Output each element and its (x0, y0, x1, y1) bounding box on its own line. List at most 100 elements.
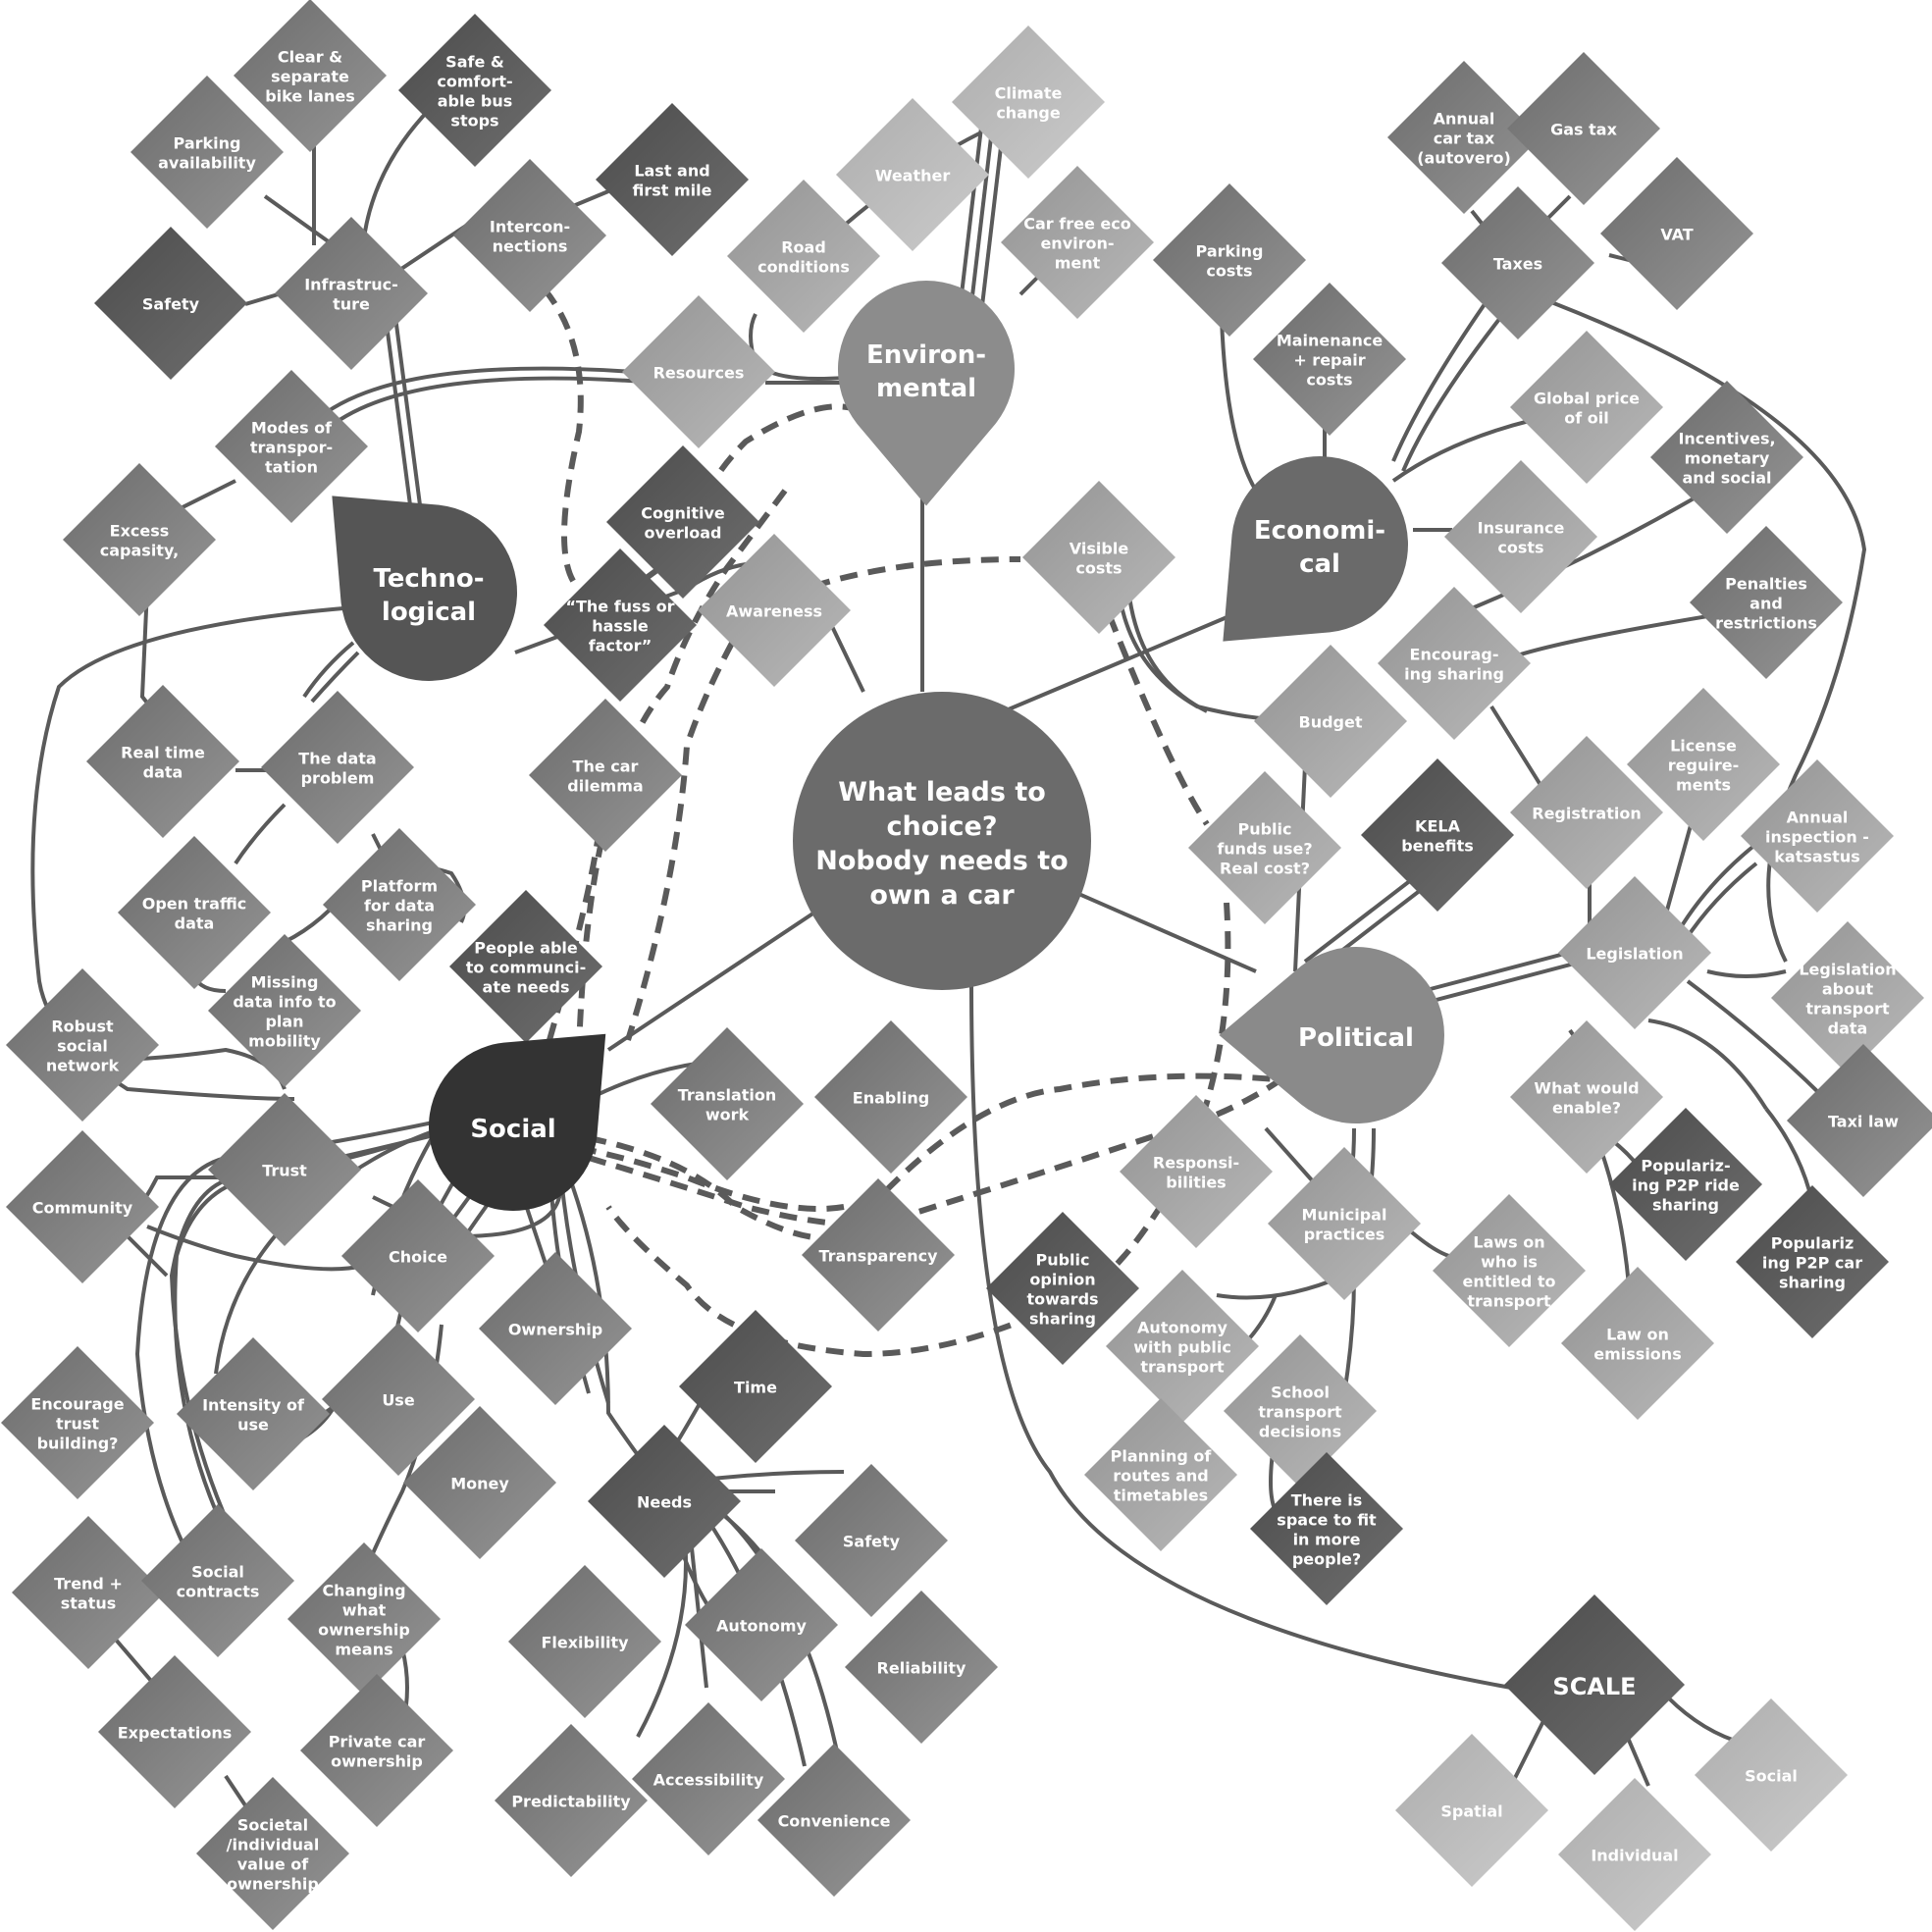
diamond-shape (632, 1702, 785, 1855)
node-label-line: Mainenance (1277, 332, 1384, 350)
node-label-line: data (175, 914, 215, 933)
node-label-line: transpor- (250, 439, 333, 457)
svg-text:Infrastruc-ture: Infrastruc-ture (304, 276, 398, 314)
node-expectations: Expectations (98, 1655, 251, 1808)
node-label-line: work (705, 1106, 750, 1124)
diamond-shape (698, 534, 851, 687)
node-label-line: Expectations (118, 1724, 233, 1743)
diamond-shape (1433, 1194, 1586, 1347)
node-label-line: Nobody needs to (815, 846, 1068, 876)
diamond-shape (1695, 1698, 1848, 1852)
svg-text:Flexibility: Flexibility (541, 1634, 629, 1652)
diamond-shape (1600, 157, 1753, 310)
node-social-scale: Social (1695, 1698, 1848, 1852)
svg-text:Legislation: Legislation (1586, 945, 1683, 964)
diamond-shape (495, 1724, 648, 1877)
node-label-line: Populariz (1771, 1234, 1854, 1253)
node-label-line: Intensity of (202, 1396, 305, 1415)
diamond-shape (529, 699, 682, 852)
node-label-line: ing sharing (1404, 665, 1504, 684)
node-label-line: what (342, 1601, 387, 1620)
node-label-line: in more (1293, 1531, 1361, 1549)
node-label-line: able bus (438, 92, 513, 111)
node-label-line: Car free eco (1023, 215, 1130, 234)
node-label-line: network (46, 1057, 120, 1075)
svg-text:Convenience: Convenience (778, 1812, 891, 1831)
node-label-line: ments (1676, 776, 1731, 795)
diamond-shape (1378, 587, 1531, 740)
diamond-shape (141, 1504, 294, 1657)
node-label-line: Law on (1606, 1326, 1669, 1344)
node-label-line: Translation (678, 1086, 777, 1105)
center-circle-shape (793, 692, 1091, 990)
node-label-line: sharing (1029, 1310, 1096, 1329)
diamond-shape (1441, 186, 1594, 339)
node-safety-tech: Safety (94, 227, 247, 380)
node-label-line: What would (1534, 1079, 1639, 1098)
hub-technological: Techno-logical (332, 496, 517, 682)
node-label-line: enable? (1552, 1099, 1621, 1118)
node-label-line: Techno- (373, 564, 484, 594)
node-label-line: bike lanes (265, 87, 355, 106)
svg-text:Weather: Weather (875, 167, 951, 185)
node-label-line: Encourag- (1410, 646, 1499, 664)
node-label-line: Public (1237, 820, 1291, 839)
diamond-shape (287, 1542, 441, 1696)
node-label-line: costs (1306, 371, 1352, 390)
node-label-line: Needs (637, 1493, 692, 1512)
node-label-line: trust (56, 1415, 99, 1434)
node-label-line: to communci- (466, 959, 586, 977)
hub-political: Political (1219, 947, 1444, 1123)
diamond-shape (86, 685, 239, 838)
diamond-shape (479, 1252, 632, 1405)
diamond-shape (323, 828, 476, 981)
svg-text:Environ-mental: Environ-mental (866, 340, 986, 403)
node-label-line: Modes of (251, 419, 333, 438)
svg-text:Economi-cal: Economi-cal (1254, 516, 1385, 579)
node-label-line: Visible (1070, 540, 1129, 558)
node-label-line: bilities (1166, 1174, 1226, 1192)
hub-economical: Economi-cal (1223, 456, 1408, 642)
node-label-line: means (335, 1641, 392, 1659)
node-label-line: Climate (995, 84, 1063, 103)
node-label-line: with public (1133, 1338, 1231, 1357)
svg-text:Taxes: Taxes (1493, 255, 1542, 274)
svg-text:Transparency: Transparency (818, 1247, 938, 1266)
node-label-line: reguire- (1668, 757, 1739, 775)
node-label-line: transport (1140, 1358, 1225, 1377)
svg-text:VAT: VAT (1660, 226, 1693, 244)
hub-pin-shape (332, 496, 517, 682)
node-label-line: Platform (361, 877, 438, 896)
node-label-line: data (143, 763, 183, 782)
diamond-shape (986, 1212, 1139, 1365)
node-label-line: and social (1683, 469, 1772, 488)
